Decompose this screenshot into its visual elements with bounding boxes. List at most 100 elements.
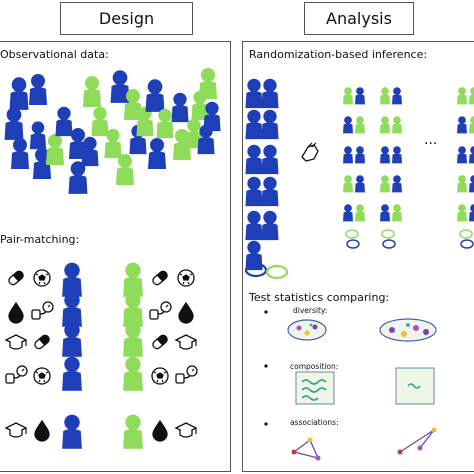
left-icon-1-a <box>8 301 24 324</box>
person-obs-12 <box>104 128 122 159</box>
left-icon-4-a <box>4 422 28 438</box>
person-perm3-1-0 <box>457 116 467 134</box>
blob-pair-1 <box>345 229 360 249</box>
person-obs-26 <box>199 68 217 99</box>
design-header: Design <box>60 2 193 35</box>
person-perm1-3-0 <box>343 175 353 193</box>
person-perm1-0-1 <box>355 87 365 105</box>
person-obs-11 <box>91 106 109 137</box>
person-perm2-0-1 <box>392 87 402 105</box>
right-icon-2-a <box>152 334 168 350</box>
person-obs-18 <box>145 79 165 112</box>
person-perm2-2-0 <box>380 146 390 164</box>
person-matched-control-3 <box>123 356 143 391</box>
association-graph-permuted <box>397 427 437 455</box>
right-icon-1-b <box>178 301 194 324</box>
person-rand-orig-6 <box>261 78 279 109</box>
person-perm3-0-0 <box>457 87 467 105</box>
observational-data-label: Observational data: <box>0 48 109 61</box>
person-perm1-0-0 <box>343 87 353 105</box>
bullet-0 <box>264 310 268 314</box>
left-icon-4-b <box>34 419 50 442</box>
design-title: Design <box>98 9 155 28</box>
person-matched-treated-3 <box>62 356 82 391</box>
person-rand-orig-7 <box>261 109 279 140</box>
person-rand-orig-10 <box>261 210 279 241</box>
person-obs-15 <box>124 89 142 120</box>
person-perm2-2-1 <box>392 146 402 164</box>
person-perm1-2-1 <box>355 146 365 164</box>
left-icon-0-a <box>8 270 24 286</box>
person-perm1-3-1 <box>355 175 365 193</box>
left-icon-1-b <box>31 301 54 320</box>
person-matched-treated-0 <box>62 262 82 297</box>
associations-label: associations: <box>290 418 339 427</box>
person-rand-orig-3 <box>245 176 263 207</box>
diversity-cloud-permuted <box>379 318 437 342</box>
right-icon-3-a <box>151 367 169 385</box>
person-obs-20 <box>156 108 174 139</box>
person-perm2-0-0 <box>380 87 390 105</box>
person-rand-orig-4 <box>245 210 263 241</box>
person-perm2-1-0 <box>380 116 390 134</box>
person-perm2-4-0 <box>380 204 390 222</box>
ellipsis: ... <box>424 132 438 148</box>
composition-box-observed <box>295 371 335 405</box>
person-obs-0 <box>9 77 29 110</box>
person-obs-19 <box>148 138 166 169</box>
person-perm3-1-1 <box>469 116 474 134</box>
hand-icon <box>301 142 319 162</box>
test-stats-label: Test statistics comparing: <box>249 291 390 304</box>
person-rand-orig-0 <box>245 78 263 109</box>
person-obs-8 <box>68 161 88 194</box>
person-rand-orig-1 <box>245 109 263 140</box>
person-obs-27 <box>203 101 221 132</box>
person-perm3-4-0 <box>457 204 467 222</box>
design-panel <box>0 41 231 472</box>
person-obs-4 <box>33 148 51 179</box>
person-obs-5 <box>46 134 64 165</box>
person-perm3-0-1 <box>469 87 474 105</box>
right-icon-4-b <box>174 422 198 438</box>
person-perm3-2-0 <box>457 146 467 164</box>
person-perm1-1-0 <box>343 116 353 134</box>
person-matched-control-4 <box>123 414 143 449</box>
right-icon-1-a <box>149 301 172 320</box>
person-obs-1 <box>29 74 47 105</box>
right-icon-0-a <box>152 270 168 286</box>
diversity-label: diversity: <box>293 306 328 315</box>
person-perm1-1-1 <box>355 116 365 134</box>
right-icon-3-b <box>175 365 198 384</box>
diversity-cloud-observed <box>287 319 327 341</box>
right-icon-4-a <box>152 419 168 442</box>
left-icon-2-a <box>4 334 28 350</box>
person-rand-orig-8 <box>261 144 279 175</box>
person-obs-21 <box>171 92 189 123</box>
right-icon-0-b <box>177 269 195 287</box>
left-icon-3-a <box>5 365 28 384</box>
bullet-2 <box>264 422 268 426</box>
blob-pair-3 <box>459 229 474 249</box>
observed-blobs <box>244 262 289 280</box>
person-obs-9 <box>83 76 101 107</box>
pair-matching-label: Pair-matching: <box>0 233 80 246</box>
bullet-1 <box>264 364 268 368</box>
person-perm3-4-1 <box>469 204 474 222</box>
person-perm2-3-1 <box>392 175 402 193</box>
person-perm2-3-0 <box>380 175 390 193</box>
person-perm1-2-0 <box>343 146 353 164</box>
person-rand-orig-2 <box>245 144 263 175</box>
person-obs-2 <box>4 107 24 140</box>
person-obs-3 <box>11 138 29 169</box>
left-icon-3-b <box>33 367 51 385</box>
blob-pair-2 <box>381 229 396 249</box>
person-perm3-3-0 <box>457 175 467 193</box>
composition-box-permuted <box>395 367 435 405</box>
person-matched-treated-1 <box>62 292 82 327</box>
analysis-title: Analysis <box>326 9 392 28</box>
person-matched-control-1 <box>123 292 143 327</box>
person-perm3-3-1 <box>469 175 474 193</box>
left-icon-2-b <box>34 334 50 350</box>
person-perm2-1-1 <box>392 116 402 134</box>
analysis-header: Analysis <box>304 2 414 35</box>
